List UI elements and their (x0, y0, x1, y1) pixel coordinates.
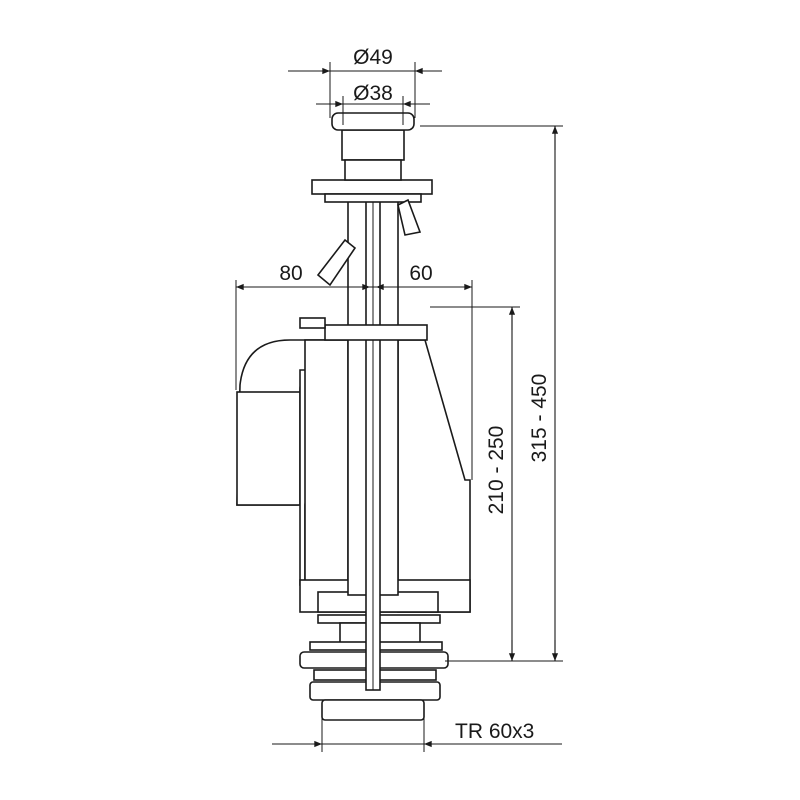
label-diameter-38: Ø38 (353, 82, 393, 105)
button-collar (344, 159, 402, 181)
dimension-diameter-49: Ø49 (288, 46, 442, 118)
dimension-thread: TR 60x3 (272, 718, 562, 752)
top-flange-lower (324, 193, 422, 203)
label-overflow-height: 210 - 250 (485, 426, 508, 515)
label-offset-80: 80 (279, 262, 302, 285)
dimension-horizontal-offsets: 80 60 (235, 262, 473, 480)
label-thread: TR 60x3 (455, 720, 534, 743)
threaded-tail (321, 699, 425, 721)
label-total-height: 315 - 450 (528, 374, 551, 463)
overflow-box (236, 391, 301, 506)
flush-valve-body (236, 112, 471, 721)
inner-body-left (304, 339, 349, 586)
float-chamber (397, 339, 471, 613)
middle-flange (324, 324, 428, 341)
lever-arm (316, 238, 357, 287)
dimension-total-height: 315 - 450 (420, 125, 563, 662)
label-offset-60: 60 (409, 262, 432, 285)
button-stem (341, 129, 405, 161)
push-button (331, 112, 415, 131)
dimension-overflow-height: 210 - 250 (430, 306, 563, 662)
label-diameter-49: Ø49 (353, 46, 393, 69)
dimension-diameter-38: Ø38 (316, 82, 430, 125)
hook (299, 317, 326, 329)
clip (397, 198, 422, 236)
top-flange (311, 179, 433, 195)
